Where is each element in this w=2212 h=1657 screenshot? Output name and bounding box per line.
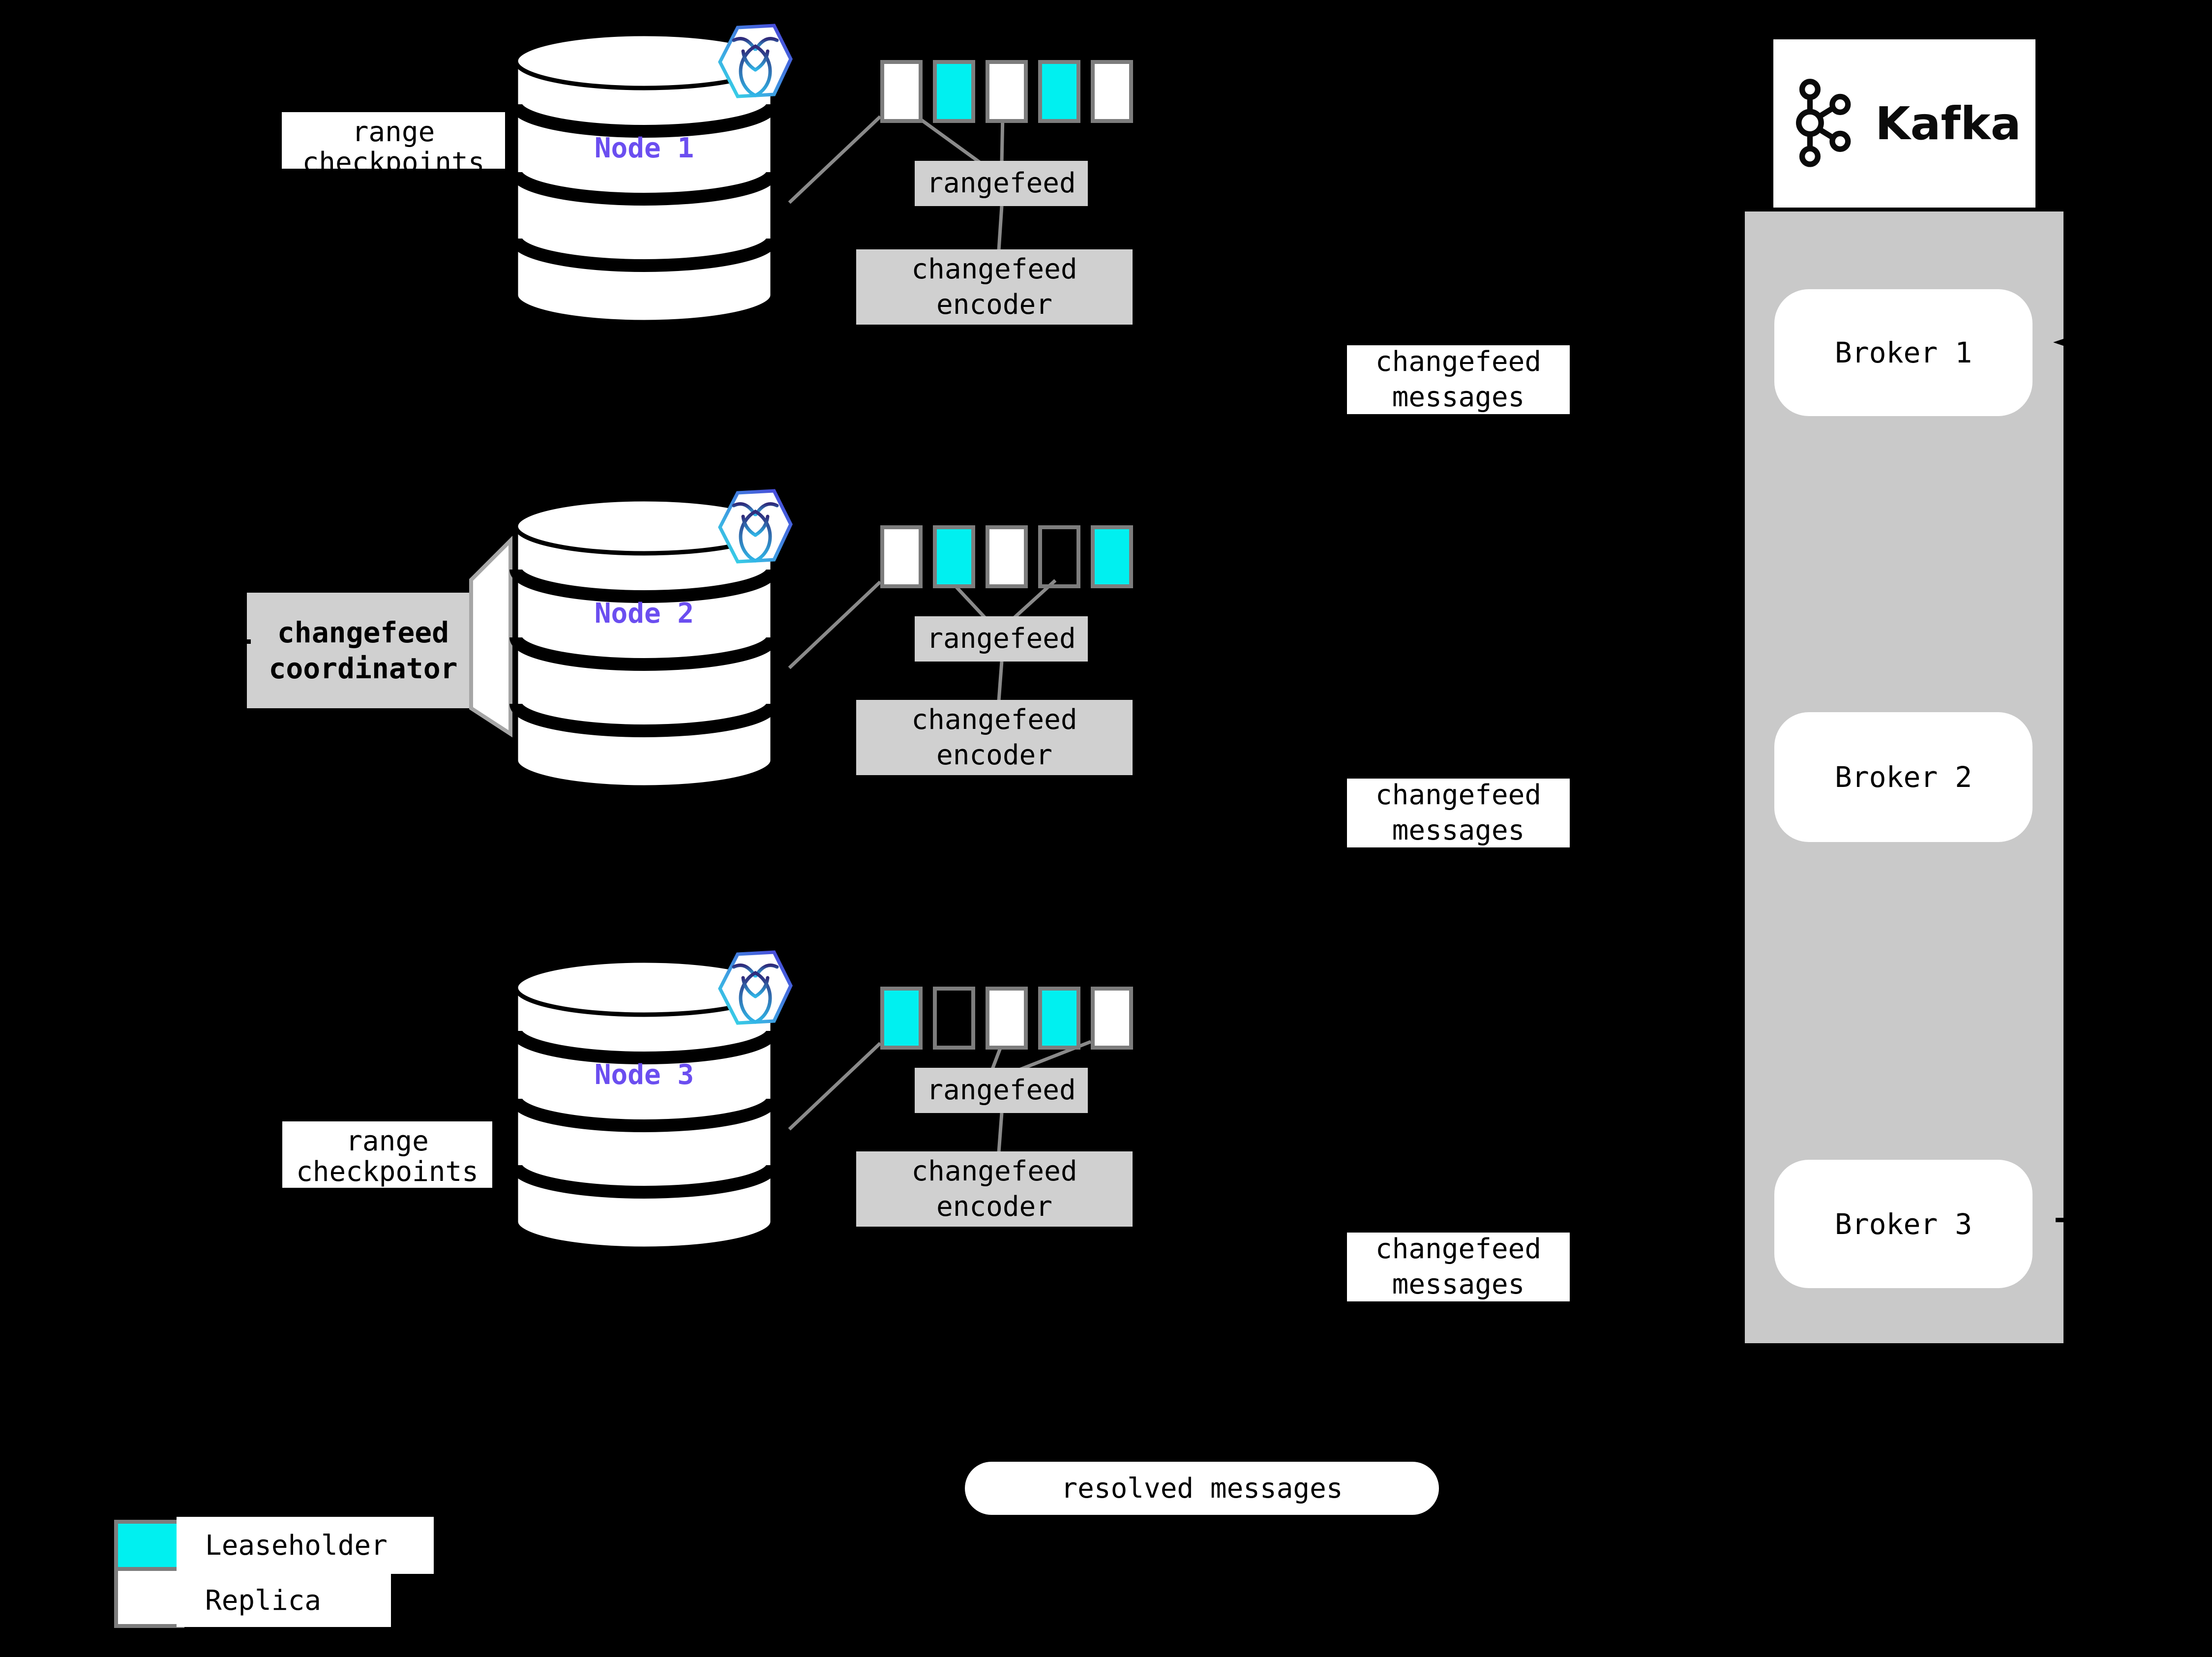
range-checkpoints-label: range checkpoints [282,1121,492,1188]
range-square [880,60,923,123]
range-square [986,525,1028,588]
node-1-label: Node 1 [594,132,694,164]
range-square [1091,60,1133,123]
cockroachdb-badge-icon [718,950,793,1025]
changefeed-encoder-box: changefeed encoder [856,1151,1133,1227]
legend-label-leaseholder: Leaseholder [177,1517,434,1574]
node-1-cylinder-and-connectors [509,31,1005,325]
range-square [933,525,975,588]
node-2-label: Node 2 [594,598,694,630]
broker-1-box: Broker 1 [1774,289,2033,416]
node-1-group: Node 1 range checkpoints rangefeed chang… [282,18,1570,414]
node-3-group: Node 3 range checkpoints rangefeed chang… [282,945,1570,1319]
changefeed-coordinator-box: changefeed coordinator [247,593,479,708]
range-square [1091,525,1133,588]
cockroachdb-badge-icon [718,24,793,98]
range-square [880,525,923,588]
legend-label-replica: Replica [177,1574,391,1627]
range-square [880,987,923,1050]
range-square [933,987,975,1050]
range-checkpoints-label: range checkpoints [282,112,505,169]
rangefeed-box: rangefeed [915,616,1088,662]
cockroachdb-badge-icon [718,489,793,564]
range-square [933,60,975,123]
changefeed-encoder-box: changefeed encoder [856,700,1133,775]
node-3-label: Node 3 [594,1059,694,1091]
resolved-messages-pill: resolved messages [965,1462,1439,1515]
range-square [1038,525,1080,588]
range-square [1091,987,1133,1050]
range-square [986,987,1028,1050]
range-square [1038,60,1080,123]
changefeed-messages-label: changefeed messages [1347,1233,1570,1301]
kafka-logo-icon [1796,79,1851,167]
changefeed-encoder-box: changefeed encoder [856,249,1133,325]
legend-swatch-replica [114,1567,184,1628]
node-2-group: Node 2 changefeed coordinator rangefeed … [247,483,1570,857]
range-square [1038,987,1080,1050]
broker-2-box: Broker 2 [1774,712,2033,842]
range-square [986,60,1028,123]
changefeed-messages-label: changefeed messages [1347,345,1570,414]
kafka-logo-box: Kafka [1773,39,2035,208]
rangefeed-box: rangefeed [915,161,1088,206]
rangefeed-box: rangefeed [915,1068,1088,1113]
changefeed-messages-label: changefeed messages [1347,779,1570,847]
kafka-brand-label: Kafka [1875,97,2021,150]
broker-3-box: Broker 3 [1774,1160,2033,1288]
